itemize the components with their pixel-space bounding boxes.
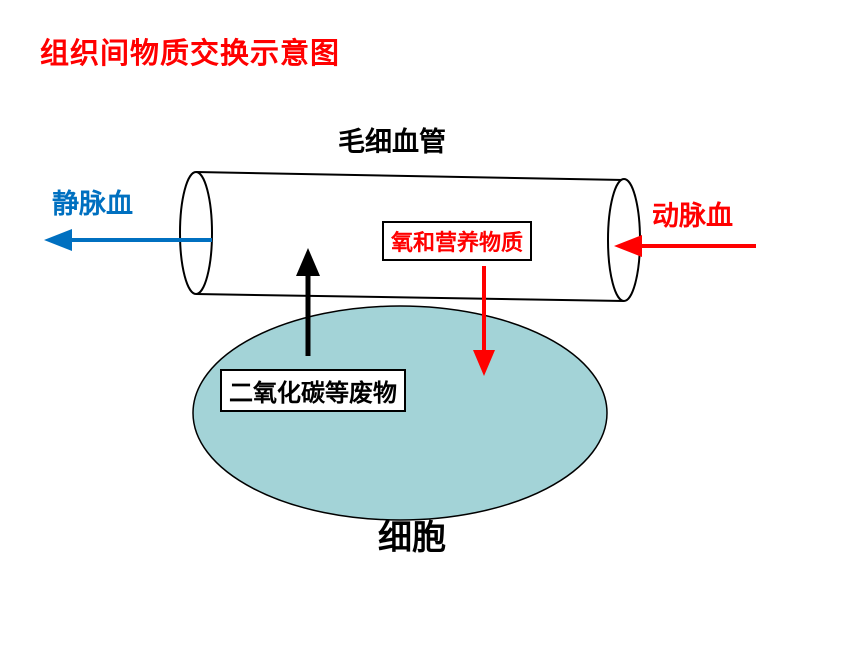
capillary-top-edge — [195, 171, 625, 181]
oxygen-arrow-head — [473, 350, 495, 376]
capillary-label: 毛细血管 — [338, 127, 446, 158]
diagram-title: 组织间物质交换示意图 — [40, 36, 341, 70]
co2-waste-box: 二氧化碳等废物 — [220, 369, 406, 412]
waste-arrow-head — [296, 248, 320, 276]
cell-label: 细胞 — [378, 518, 446, 558]
oxygen-nutrients-box: 氧和营养物质 — [382, 221, 533, 261]
arterial-blood-label: 动脉血 — [652, 201, 733, 232]
capillary-bottom-edge — [195, 293, 625, 302]
venous-arrow-head — [44, 229, 72, 251]
cell-ellipse — [192, 305, 608, 521]
arterial-arrow-head — [614, 235, 642, 257]
venous-blood-label: 静脉血 — [52, 189, 133, 220]
capillary-left-opening — [179, 171, 213, 295]
